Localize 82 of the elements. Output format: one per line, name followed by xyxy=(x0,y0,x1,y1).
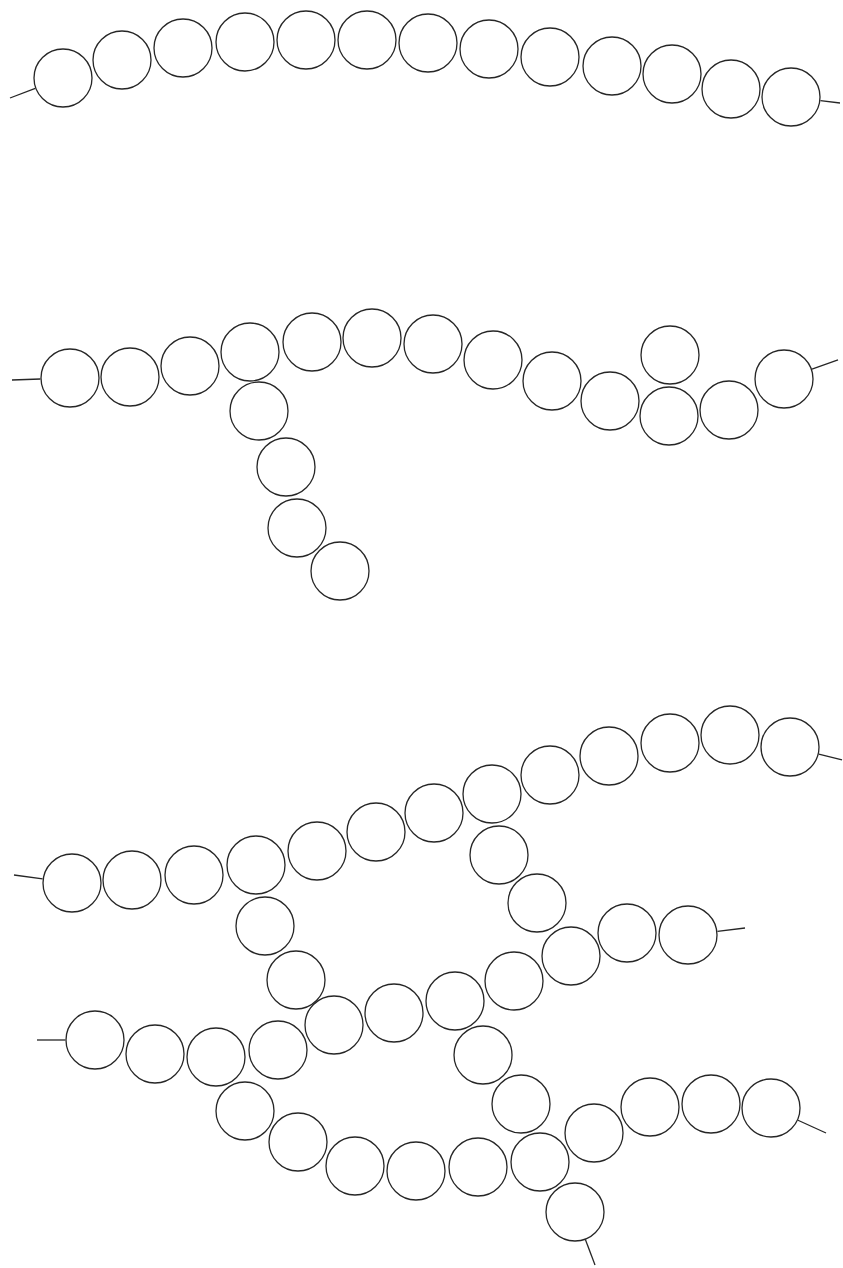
bead-circle xyxy=(282,312,342,372)
bead-circle xyxy=(463,330,523,390)
bead-circle xyxy=(510,1132,570,1192)
bead-circle xyxy=(398,13,458,73)
bead-circle xyxy=(520,27,580,87)
bead-circle xyxy=(545,1182,605,1242)
bead-circle xyxy=(459,19,519,79)
bead-circle xyxy=(522,351,582,411)
bead-circle xyxy=(164,845,224,905)
bead-circle xyxy=(425,971,485,1031)
bead-circle xyxy=(160,336,220,396)
bead-circle xyxy=(491,1074,551,1134)
bead-circle xyxy=(226,835,286,895)
bead-circle xyxy=(404,783,464,843)
chain-end-line xyxy=(11,378,41,381)
bead-circle xyxy=(266,950,326,1010)
chain-end-line xyxy=(819,99,841,104)
bead-circle xyxy=(582,36,642,96)
bead-circle xyxy=(325,1136,385,1196)
bead-circle xyxy=(267,498,327,558)
bead-circle xyxy=(403,314,463,374)
chain-end-line xyxy=(13,874,44,880)
bead-circle xyxy=(469,825,529,885)
bead-circle xyxy=(215,12,275,72)
bead-circle xyxy=(102,850,162,910)
bead-circle xyxy=(701,59,761,119)
chain-end-line xyxy=(716,927,746,933)
bead-circle xyxy=(520,745,580,805)
chain-end-line xyxy=(36,1039,66,1041)
bead-circle xyxy=(681,1074,741,1134)
bead-circle xyxy=(699,380,759,440)
bead-circle xyxy=(642,44,702,104)
bead-circle xyxy=(215,1081,275,1141)
chain-end-line xyxy=(811,359,839,370)
bead-circle xyxy=(92,30,152,90)
bead-circle xyxy=(640,325,700,385)
bead-circle xyxy=(364,983,424,1043)
bead-circle xyxy=(579,726,639,786)
bead-circle xyxy=(386,1141,446,1201)
bead-circle xyxy=(448,1137,508,1197)
bead-circle xyxy=(453,1025,513,1085)
bead-circle xyxy=(65,1010,125,1070)
bead-circle xyxy=(658,905,718,965)
bead-circle xyxy=(125,1024,185,1084)
bead-circle xyxy=(754,349,814,409)
bead-circle xyxy=(484,951,544,1011)
bead-circle xyxy=(153,18,213,78)
bead-circle xyxy=(700,705,760,765)
bead-circle xyxy=(342,308,402,368)
bead-circle xyxy=(580,371,640,431)
bead-circle xyxy=(304,995,364,1055)
chain-end-line xyxy=(9,87,36,99)
bead-circle xyxy=(235,896,295,956)
bead-circle xyxy=(40,348,100,408)
bead-circle xyxy=(597,903,657,963)
bead-circle xyxy=(337,10,397,70)
bead-circle xyxy=(741,1078,801,1138)
bead-circle xyxy=(760,717,820,777)
bead-circle xyxy=(507,873,567,933)
bead-circle xyxy=(42,853,102,913)
bead-circle xyxy=(564,1103,624,1163)
bead-circle xyxy=(248,1020,308,1080)
bead-circle xyxy=(276,10,336,70)
chain-end-line xyxy=(584,1239,596,1266)
bead-circle xyxy=(229,381,289,441)
bead-circle xyxy=(33,48,93,108)
bead-circle xyxy=(287,821,347,881)
chain-end-line xyxy=(797,1119,827,1134)
bead-circle xyxy=(640,713,700,773)
bead-circle xyxy=(462,764,522,824)
bead-circle xyxy=(761,67,821,127)
chain-end-line xyxy=(818,753,843,761)
bead-circle xyxy=(310,541,370,601)
bead-circle xyxy=(268,1112,328,1172)
bead-circle xyxy=(620,1077,680,1137)
bead-circle xyxy=(220,322,280,382)
bead-circle xyxy=(541,926,601,986)
bead-circle xyxy=(100,347,160,407)
bead-circle xyxy=(639,386,699,446)
bead-circle xyxy=(346,802,406,862)
bead-circle xyxy=(256,437,316,497)
bead-circle xyxy=(186,1027,246,1087)
